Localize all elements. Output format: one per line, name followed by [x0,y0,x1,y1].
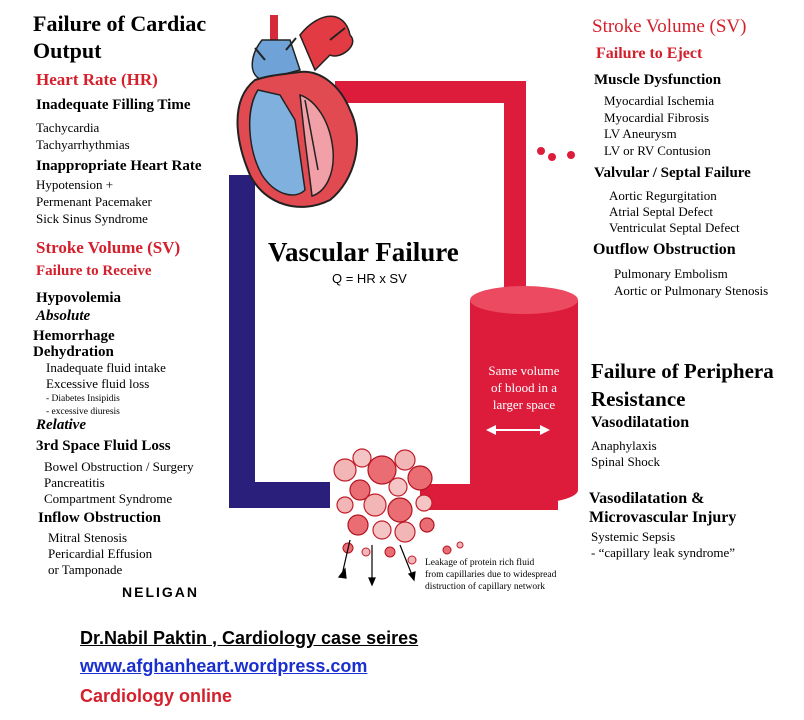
outflow-item: Pulmonary Embolism [614,265,768,282]
muscle-item: LV or RV Contusion [604,143,714,160]
muscle-dysfunction-heading: Muscle Dysfunction [594,72,721,89]
vascular-failure-title: Vascular Failure [268,237,459,268]
third-space-item: Pancreatitis [44,475,194,491]
vasodilatation-item: Anaphylaxis [591,438,660,454]
peripheral-heading-line: Resistance [591,385,774,413]
author-credit: Dr.Nabil Paktin , Cardiology case seires [80,628,418,649]
peripheral-heading-line: Failure of Periphera [591,357,774,385]
venous-vessel [242,175,310,495]
valvular-item: Aortic Regurgitation [609,188,740,204]
cylinder-label-line: Same volume [478,362,570,379]
third-space-heading: 3rd Space Fluid Loss [36,438,171,455]
relative-label: Relative [36,417,86,434]
microvascular-item: Systemic Sepsis [591,529,735,545]
dehydration-subitem: - Diabetes Insipidis [46,393,120,406]
left-sv-heading: Stroke Volume (SV) [36,238,180,258]
third-space-item: Compartment Syndrome [44,491,194,507]
leakage-label-line: Leakage of protein rich fluid [425,557,556,569]
muscle-item: LV Aneurysm [604,126,714,143]
valvular-item: Atrial Septal Defect [609,204,740,220]
leakage-label-line: distruction of capillary network [425,581,556,593]
microvascular-heading-line: Vasodilatation & [589,489,736,508]
microvascular-item: - “capillary leak syndrome” [591,545,735,561]
failure-to-eject: Failure to Eject [596,45,702,63]
hemorrhage-label: Hemorrhage [33,328,115,345]
neligan-logo: NELIGAN [122,584,199,600]
filling-time-heading: Inadequate Filling Time [36,97,190,114]
inflow-item: or Tamponade [48,562,152,578]
dehydration-label: Dehydration [33,344,114,361]
leakage-label-line: from capillaries due to widespread [425,569,556,581]
cylinder-label-line: larger space [478,396,570,413]
vasodilatation-heading: Vasodilatation [591,414,689,432]
failure-to-receive: Failure to Receive [36,263,152,280]
muscle-item: Myocardial Fibrosis [604,110,714,127]
inappropriate-item: Sick Sinus Syndrome [36,210,152,227]
absolute-label: Absolute [36,308,90,325]
filling-item: Tachyarrhythmias [36,136,130,153]
hypovolemia-heading: Hypovolemia [36,290,121,307]
microvascular-heading-line: Microvascular Injury [589,508,736,527]
left-title-line-1: Failure of Cardiac [33,10,206,37]
tagline: Cardiology online [80,686,232,707]
filling-item: Tachycardia [36,119,130,136]
muscle-item: Myocardial Ischemia [604,93,714,110]
heart-illustration [238,15,358,207]
outflow-heading: Outflow Obstruction [593,241,736,259]
inappropriate-item: Permenant Pacemaker [36,193,152,210]
third-space-item: Bowel Obstruction / Surgery [44,459,194,475]
inflow-item: Pericardial Effusion [48,546,152,562]
right-sv-heading: Stroke Volume (SV) [592,16,746,38]
blood-droplets [537,147,575,161]
valvular-item: Ventriculat Septal Defect [609,220,740,236]
valvular-heading: Valvular / Septal Failure [594,165,751,182]
inappropriate-item: Hypotension + [36,176,152,193]
dehydration-item: Excessive fluid loss [46,376,166,392]
heart-rate-heading: Heart Rate (HR) [36,70,158,90]
outflow-item: Aortic or Pulmonary Stenosis [614,282,768,299]
website-link[interactable]: www.afghanheart.wordpress.com [80,656,367,677]
inflow-heading: Inflow Obstruction [38,510,161,527]
vasodilatation-item: Spinal Shock [591,454,660,470]
inflow-item: Mitral Stenosis [48,530,152,546]
left-title-line-2: Output [33,37,206,64]
cylinder-label-line: of blood in a [478,379,570,396]
dehydration-item: Inadequate fluid intake [46,360,166,376]
cardiac-output-formula: Q = HR x SV [332,271,407,286]
inappropriate-hr-heading: Inappropriate Heart Rate [36,158,202,175]
